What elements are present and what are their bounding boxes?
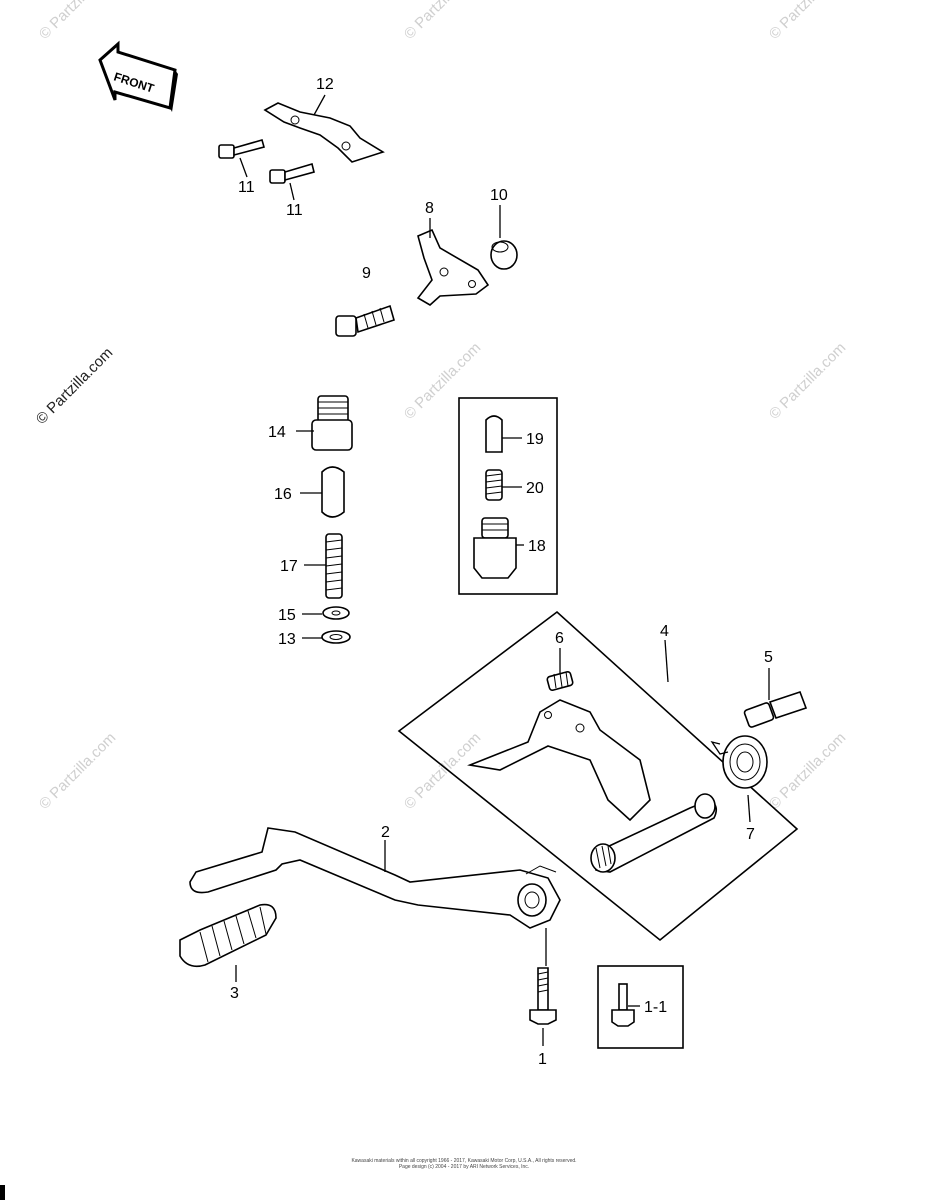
footpeg-rubber-part-3 <box>179 903 277 982</box>
callout-6: 6 <box>555 630 564 647</box>
spring-part-17 <box>304 533 343 599</box>
callout-5: 5 <box>764 649 773 666</box>
callout-16: 16 <box>274 486 292 503</box>
bolt-part-1 <box>529 928 557 1046</box>
callout-9: 9 <box>362 265 371 282</box>
subassembly-box-1-1 <box>597 965 684 1049</box>
bolt-part-1-1 <box>611 983 640 1027</box>
bracket-part-8 <box>416 218 490 306</box>
bolt-part-11a <box>218 139 265 178</box>
watermark: © Partzilla.com <box>766 729 849 812</box>
callout-7: 7 <box>746 826 755 843</box>
watermark: © Partzilla.com <box>36 0 119 43</box>
callout-2: 2 <box>381 824 390 841</box>
washer-part-15 <box>302 606 350 620</box>
watermark: © Partzilla.com <box>401 0 484 43</box>
plug-part-18 <box>473 517 524 579</box>
bolt-part-5 <box>743 668 808 728</box>
kick-lever-part-2 <box>189 827 561 929</box>
callout-8: 8 <box>425 200 434 217</box>
callout-14: 14 <box>268 424 286 441</box>
subassembly-box-18 <box>458 397 558 595</box>
bolt-part-9 <box>335 304 395 337</box>
callout-10: 10 <box>490 187 508 204</box>
plate-part-12 <box>263 94 385 163</box>
callout-1: 1 <box>538 1051 547 1068</box>
spring-part-7 <box>710 735 768 823</box>
subassembly-box-4 <box>397 610 799 942</box>
edge-mark <box>0 1185 5 1200</box>
callout-11: 11 <box>238 179 255 196</box>
watermark-dark: © Partzilla.com <box>33 344 116 427</box>
watermark: © Partzilla.com <box>401 339 484 422</box>
callout-18: 18 <box>528 538 546 555</box>
spring-part-20 <box>485 469 522 501</box>
callout-20: 20 <box>526 480 544 497</box>
callout-3: 3 <box>230 985 239 1002</box>
callout-11: 11 <box>286 202 303 219</box>
callout-19: 19 <box>526 431 544 448</box>
callout-1-1: 1-1 <box>644 999 667 1016</box>
copyright-line: Kawasaki materials within all copyright … <box>351 1158 577 1164</box>
washer-part-13 <box>302 630 351 644</box>
callout-17: 17 <box>280 558 298 575</box>
pin-part-19 <box>485 415 522 453</box>
spring-part-6 <box>546 648 574 691</box>
copyright-line: Page design (c) 2004 - 2017 by ARI Netwo… <box>398 1164 530 1170</box>
watermark: © Partzilla.com <box>36 729 119 812</box>
callout-13: 13 <box>278 631 296 648</box>
bushing-part-10 <box>490 205 518 270</box>
plug-part-14 <box>296 395 353 451</box>
pin-part-16 <box>300 466 345 518</box>
bolt-part-11b <box>269 162 315 201</box>
callout-15: 15 <box>278 607 296 624</box>
callout-labels: 12 11 11 8 10 9 14 19 16 20 18 17 15 13 … <box>230 76 773 1068</box>
watermark: © Partzilla.com <box>766 339 849 422</box>
front-arrow-icon: FRONT <box>98 40 178 112</box>
watermark: © Partzilla.com <box>766 0 849 43</box>
shift-mechanism-part-4 <box>467 699 718 873</box>
watermarks: © Partzilla.com © Partzilla.com © Partzi… <box>36 0 849 813</box>
callout-12: 12 <box>316 76 334 93</box>
callout-4: 4 <box>660 623 669 640</box>
copyright-notice: Kawasaki materials within all copyright … <box>200 1158 728 1170</box>
